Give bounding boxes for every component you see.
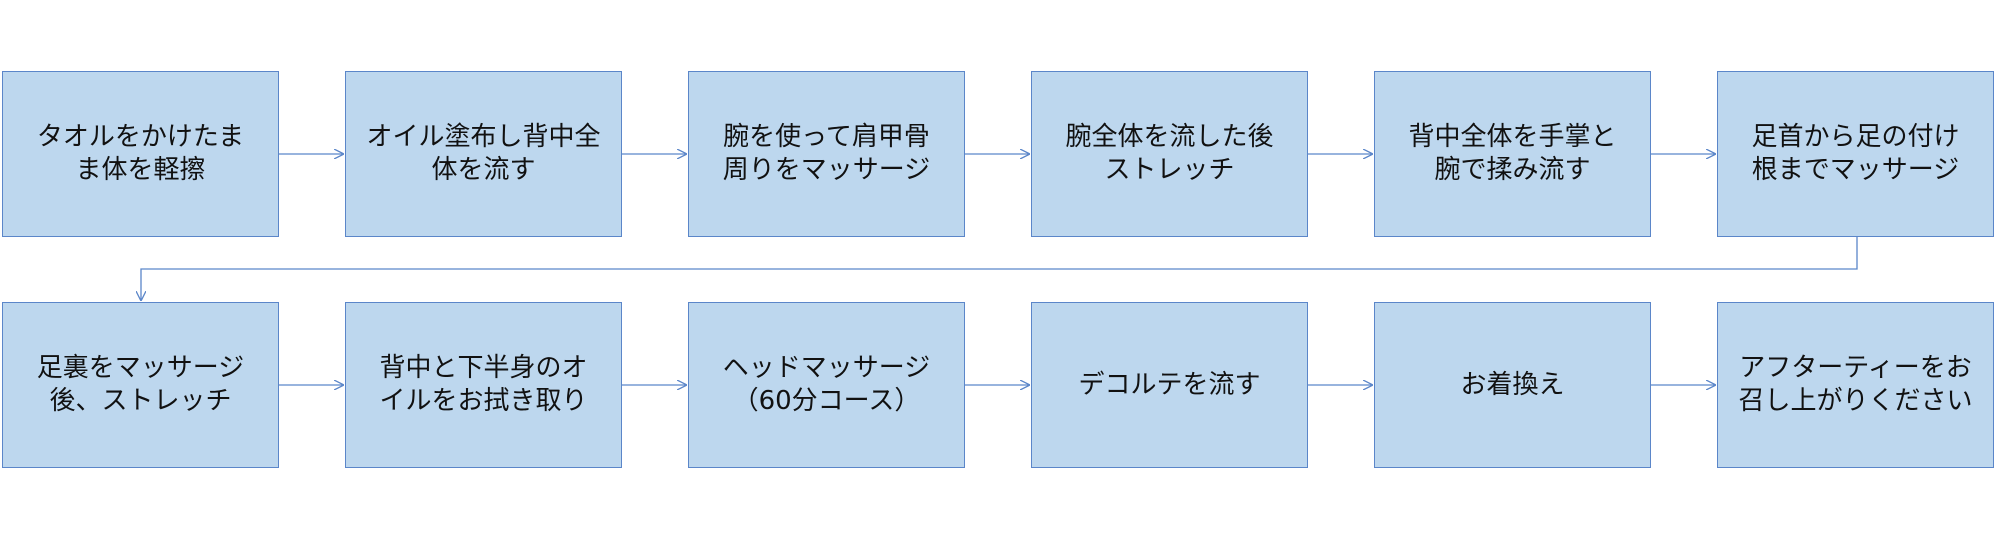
- step-label: 背中全体を手掌と 腕で揉み流す: [1408, 122, 1617, 185]
- step-label: オイル塗布し背中全 体を流す: [366, 122, 601, 185]
- step-label: デコルテを流す: [1078, 369, 1261, 400]
- step-label: お着換え: [1460, 369, 1565, 400]
- step-box-2: オイル塗布し背中全 体を流す: [345, 71, 622, 237]
- step-label: 足首から足の付け 根までマッサージ: [1751, 122, 1960, 185]
- step-label: 足裏をマッサージ 後、ストレッチ: [36, 353, 245, 416]
- step-box-3: 腕を使って肩甲骨 周りをマッサージ: [688, 71, 965, 237]
- step-box-6: 足首から足の付け 根までマッサージ: [1717, 71, 1994, 237]
- step-label: 背中と下半身のオ イルをお拭き取り: [379, 353, 588, 416]
- step-box-12: アフターティーをお 召し上がりください: [1717, 302, 1994, 468]
- step-label: アフターティーをお 召し上がりください: [1738, 353, 1973, 416]
- arrow-6-7: [141, 237, 1858, 300]
- step-label: タオルをかけたま ま体を軽擦: [36, 122, 245, 185]
- step-box-5: 背中全体を手掌と 腕で揉み流す: [1374, 71, 1651, 237]
- step-box-4: 腕全体を流した後 ストレッチ: [1031, 71, 1308, 237]
- step-label: 腕を使って肩甲骨 周りをマッサージ: [722, 122, 931, 185]
- step-box-7: 足裏をマッサージ 後、ストレッチ: [2, 302, 279, 468]
- step-box-9: ヘッドマッサージ （60分コース）: [688, 302, 965, 468]
- step-box-10: デコルテを流す: [1031, 302, 1308, 468]
- step-box-11: お着換え: [1374, 302, 1651, 468]
- step-label: ヘッドマッサージ （60分コース）: [722, 353, 931, 416]
- step-label: 腕全体を流した後 ストレッチ: [1065, 122, 1274, 185]
- step-box-1: タオルをかけたま ま体を軽擦: [2, 71, 279, 237]
- step-box-8: 背中と下半身のオ イルをお拭き取り: [345, 302, 622, 468]
